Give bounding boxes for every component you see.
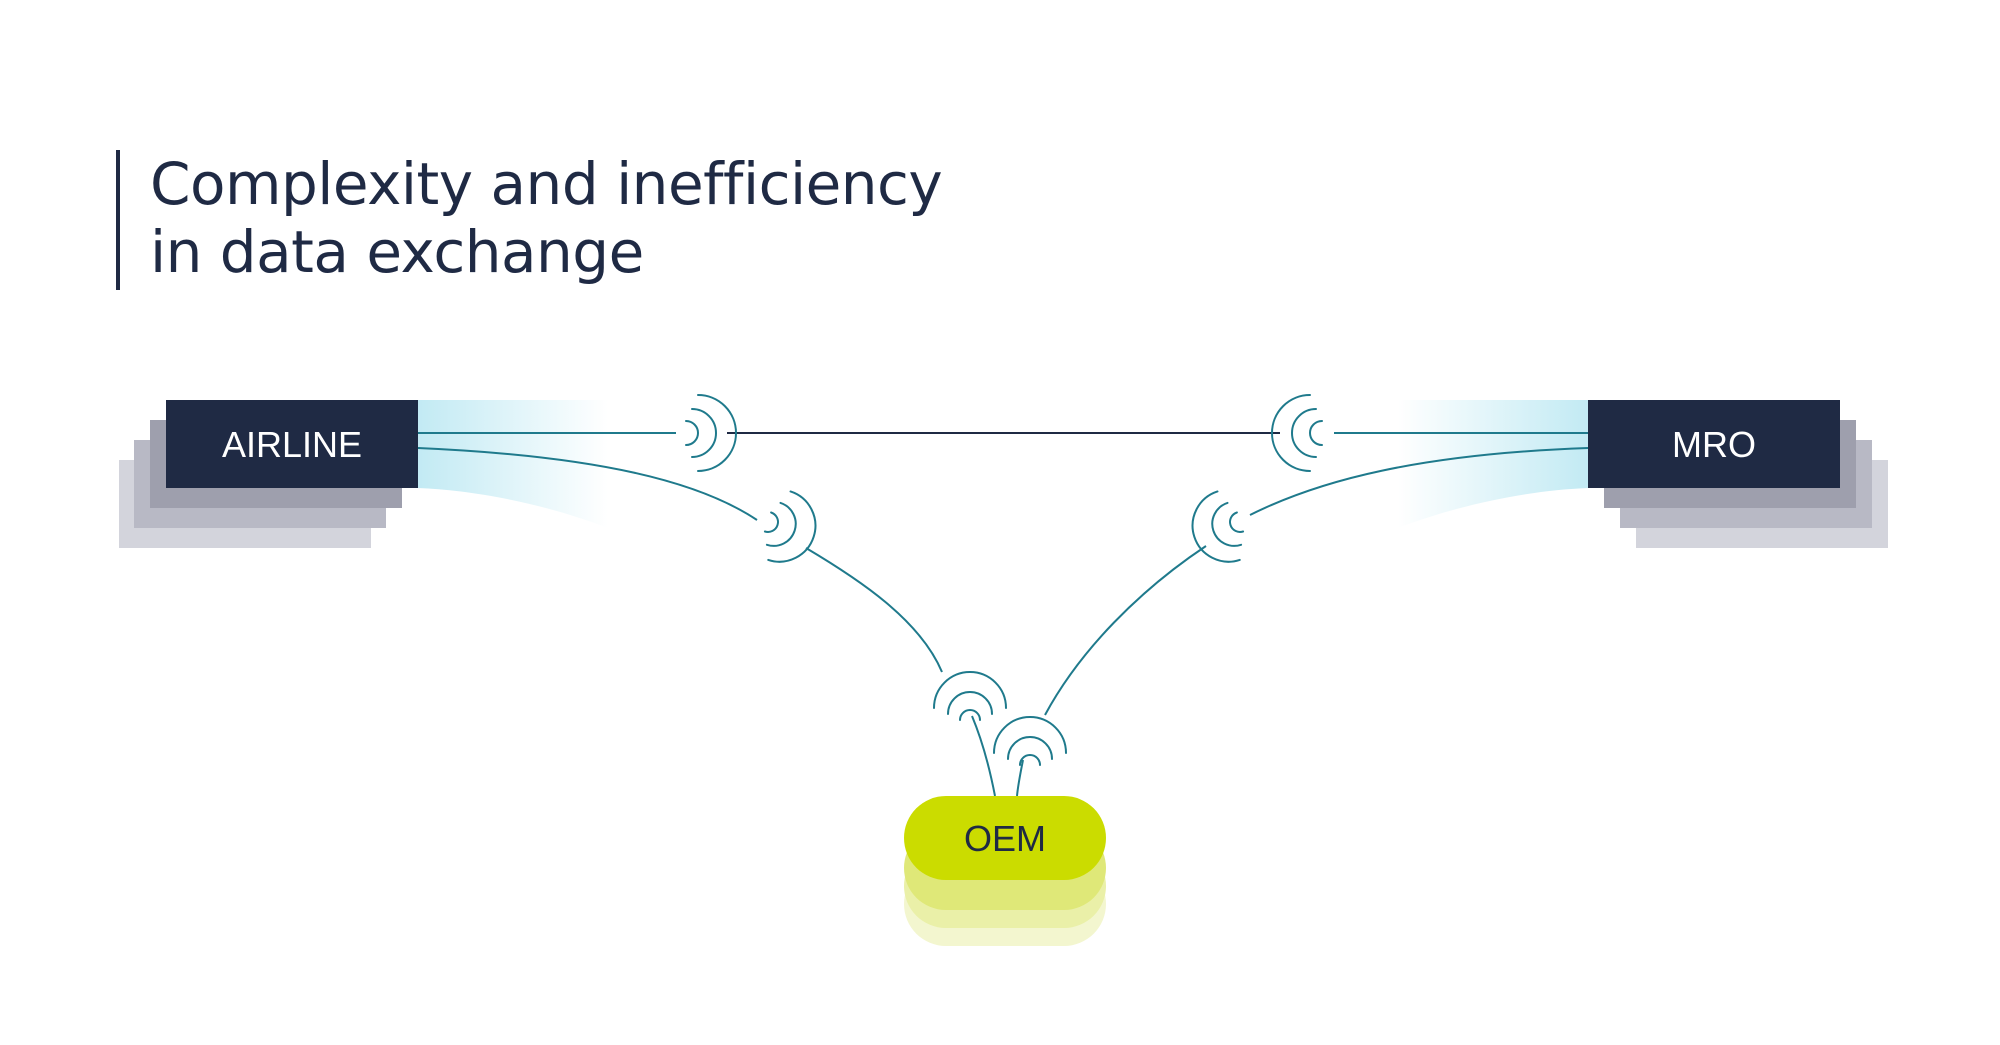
mro-node: MRO [1398, 400, 1888, 548]
page-title-line-2: in data exchange [150, 218, 644, 286]
signal-wave-icon [763, 490, 817, 563]
connectors [417, 432, 1589, 797]
signal-wave-icon [685, 394, 737, 472]
oem-box [904, 796, 1106, 880]
oem-node: OEM [904, 796, 1106, 946]
oem-label: OEM [964, 818, 1046, 859]
airline-glow [418, 400, 608, 528]
oem-up-left-line [971, 715, 996, 797]
signal-wave-icon [993, 716, 1067, 766]
signal-wave-icon [1271, 394, 1323, 472]
mro-label: MRO [1672, 424, 1756, 465]
mro-curve-line [1249, 447, 1589, 516]
oem-up-right-line [1016, 759, 1024, 797]
mro-box [1588, 400, 1840, 488]
airline-to-oem-line [805, 547, 943, 673]
mro-glow [1398, 400, 1588, 528]
mro-to-oem-line [1044, 545, 1207, 716]
signal-wave-icon [1191, 490, 1245, 563]
title-block: Complexity and inefficiency in data exch… [116, 150, 943, 290]
airline-box [166, 400, 418, 488]
signal-wave-icon [933, 671, 1007, 721]
airline-node: AIRLINE [119, 400, 608, 548]
airline-curve-line [417, 447, 758, 521]
airline-label: AIRLINE [222, 424, 362, 465]
page-title-line-1: Complexity and inefficiency [150, 150, 943, 218]
